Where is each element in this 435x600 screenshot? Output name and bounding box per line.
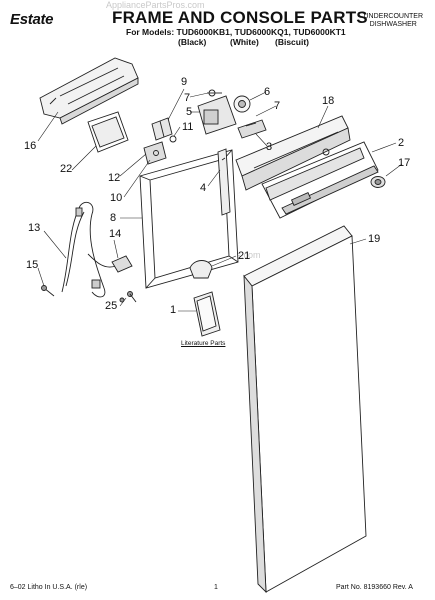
part-15-screw bbox=[41, 285, 55, 297]
footer-page-number: 1 bbox=[214, 584, 218, 591]
literature-parts-label: Literature Parts bbox=[181, 340, 226, 347]
callout-9: 9 bbox=[181, 76, 188, 88]
callout-1: 1 bbox=[170, 304, 177, 316]
brand-logo: Estate bbox=[10, 11, 54, 28]
part-4-side-bar bbox=[217, 148, 231, 216]
part-16-vent bbox=[39, 57, 139, 125]
variant-biscuit: (Biscuit) bbox=[275, 37, 309, 47]
variant-white: (White) bbox=[230, 37, 259, 47]
footer-part-number: Part No. 8193660 Rev. A bbox=[336, 584, 413, 591]
models-line: For Models: TUD6000KB1, TUD6000KQ1, TUD6… bbox=[126, 27, 346, 37]
callout-19: 19 bbox=[368, 233, 381, 245]
part-9-bracket bbox=[151, 117, 173, 141]
callout-5: 5 bbox=[186, 106, 193, 118]
part-19-door-panel bbox=[243, 225, 367, 594]
callout-10: 10 bbox=[110, 192, 123, 204]
part-1-literature bbox=[193, 291, 221, 337]
variant-black: (Black) bbox=[178, 37, 207, 47]
callout-2: 2 bbox=[398, 137, 405, 149]
callout-12: 12 bbox=[108, 172, 121, 184]
part-3-latch bbox=[237, 119, 267, 139]
callout-7a: 7 bbox=[184, 92, 191, 104]
callout-7b: 7 bbox=[274, 100, 281, 112]
part-2-control-panel bbox=[261, 141, 379, 219]
appliance-type-line2: DISHWASHER bbox=[369, 21, 417, 28]
callout-13: 13 bbox=[28, 222, 41, 234]
callout-8: 8 bbox=[110, 212, 117, 224]
watermark-top: AppliancePartsPros.com bbox=[106, 0, 205, 10]
part-10-hinge bbox=[143, 135, 177, 165]
part-25-screws bbox=[119, 291, 137, 303]
part-18-console bbox=[235, 115, 351, 191]
part-13-wire-harness bbox=[61, 201, 117, 298]
part-17-knob bbox=[370, 176, 386, 188]
part-6-gear bbox=[233, 95, 251, 113]
callout-6: 6 bbox=[264, 86, 271, 98]
callout-3: 3 bbox=[266, 141, 273, 153]
callout-16: 16 bbox=[24, 140, 37, 152]
callout-21: 21 bbox=[238, 250, 251, 262]
appliance-type-line1: UNDERCOUNTER bbox=[363, 13, 424, 20]
part-22-panel bbox=[87, 111, 129, 153]
callout-25: 25 bbox=[105, 300, 118, 312]
callout-4: 4 bbox=[200, 182, 207, 194]
callout-17: 17 bbox=[398, 157, 411, 169]
callout-11: 11 bbox=[182, 121, 194, 133]
page-title: FRAME AND CONSOLE PARTS bbox=[112, 8, 368, 27]
part-8-frame bbox=[139, 149, 239, 289]
appliance-type: UNDERCOUNTER DISHWASHER bbox=[364, 13, 424, 29]
callout-22: 22 bbox=[60, 163, 73, 175]
leader-lines bbox=[37, 88, 403, 312]
part-21-clip bbox=[189, 260, 213, 279]
part-5-switch bbox=[197, 89, 237, 135]
footer-litho: 6–02 Litho In U.S.A. (rle) bbox=[10, 584, 88, 591]
part-14-relay bbox=[111, 255, 133, 273]
callout-15: 15 bbox=[26, 259, 39, 271]
callout-14: 14 bbox=[109, 228, 122, 240]
callout-18: 18 bbox=[322, 95, 335, 107]
